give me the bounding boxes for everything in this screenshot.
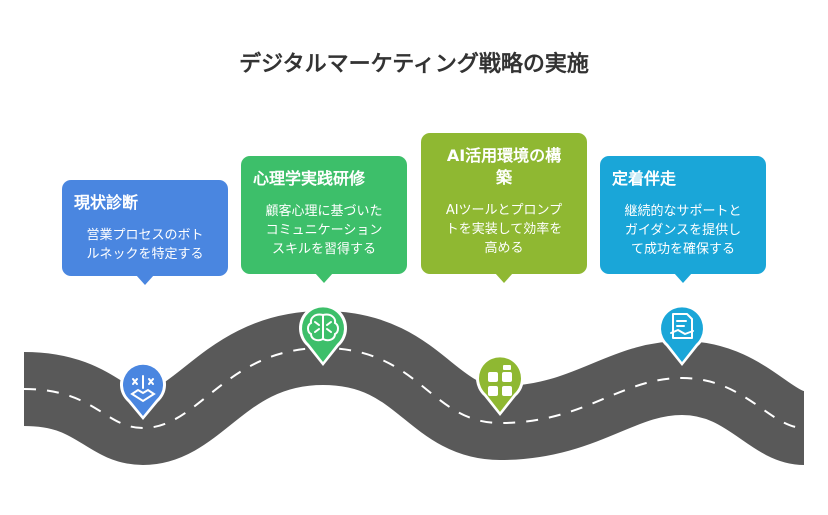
step3-description: AIツールとプロンプ トを実装して効率を 高める <box>433 201 575 258</box>
step-card-diagnosis: 現状診断 営業プロセスのボト ルネックを特定する <box>62 180 228 285</box>
step2-title: 心理学実践研修 <box>253 169 366 188</box>
step3-desc-line2: トを実装して効率を <box>445 222 563 237</box>
step1-pin <box>120 361 166 420</box>
road-center-dashes <box>23 346 805 430</box>
robot-grid-icon <box>488 365 512 396</box>
step1-description: 営業プロセスのボト ルネックを特定する <box>74 226 216 264</box>
step1-desc-line2: ルネックを特定する <box>86 247 204 262</box>
step2-pin <box>299 304 348 366</box>
step4-description: 継続的なサポートと ガイダンスを提供し て成功を確保する <box>612 202 754 259</box>
document-handshake-icon <box>670 313 694 339</box>
step2-desc-line1: 顧客心理に基づいた <box>265 204 383 219</box>
step1-title: 現状診断 <box>74 193 139 212</box>
step4-title: 定着伴走 <box>612 169 677 188</box>
step3-title-line2: 築 <box>495 168 512 187</box>
page-title: デジタルマーケティング戦略の実施 <box>239 52 589 77</box>
step4-desc-line2: ガイダンスを提供し <box>624 223 742 238</box>
step2-desc-line2: コミュニケーション <box>265 223 383 238</box>
step4-desc-line3: て成功を確保する <box>630 242 735 257</box>
brain-icon <box>307 313 339 342</box>
step3-desc-line1: AIツールとプロンプ <box>445 203 563 218</box>
step4-desc-line1: 継続的なサポートと <box>624 204 742 219</box>
puzzle-inspect-icon <box>130 375 156 403</box>
step1-desc-line1: 営業プロセスのボト <box>86 228 204 243</box>
step-card-support: 定着伴走 継続的なサポートと ガイダンスを提供し て成功を確保する <box>600 156 766 283</box>
step2-desc-line3: スキルを習得する <box>271 242 376 257</box>
step3-desc-line3: 高める <box>484 241 524 256</box>
step-card-ai-environment: AI活用環境の構 築 AIツールとプロンプ トを実装して効率を 高める <box>421 133 587 283</box>
step2-description: 顧客心理に基づいた コミュニケーション スキルを習得する <box>253 202 395 259</box>
step-card-psychology-training: 心理学実践研修 顧客心理に基づいた コミュニケーション スキルを習得する <box>241 156 407 283</box>
step3-title-line1: AI活用環境の構 <box>446 146 562 165</box>
step3-pin <box>476 354 525 416</box>
step3-title: AI活用環境の構 築 <box>433 145 575 189</box>
step4-pin <box>658 304 706 366</box>
